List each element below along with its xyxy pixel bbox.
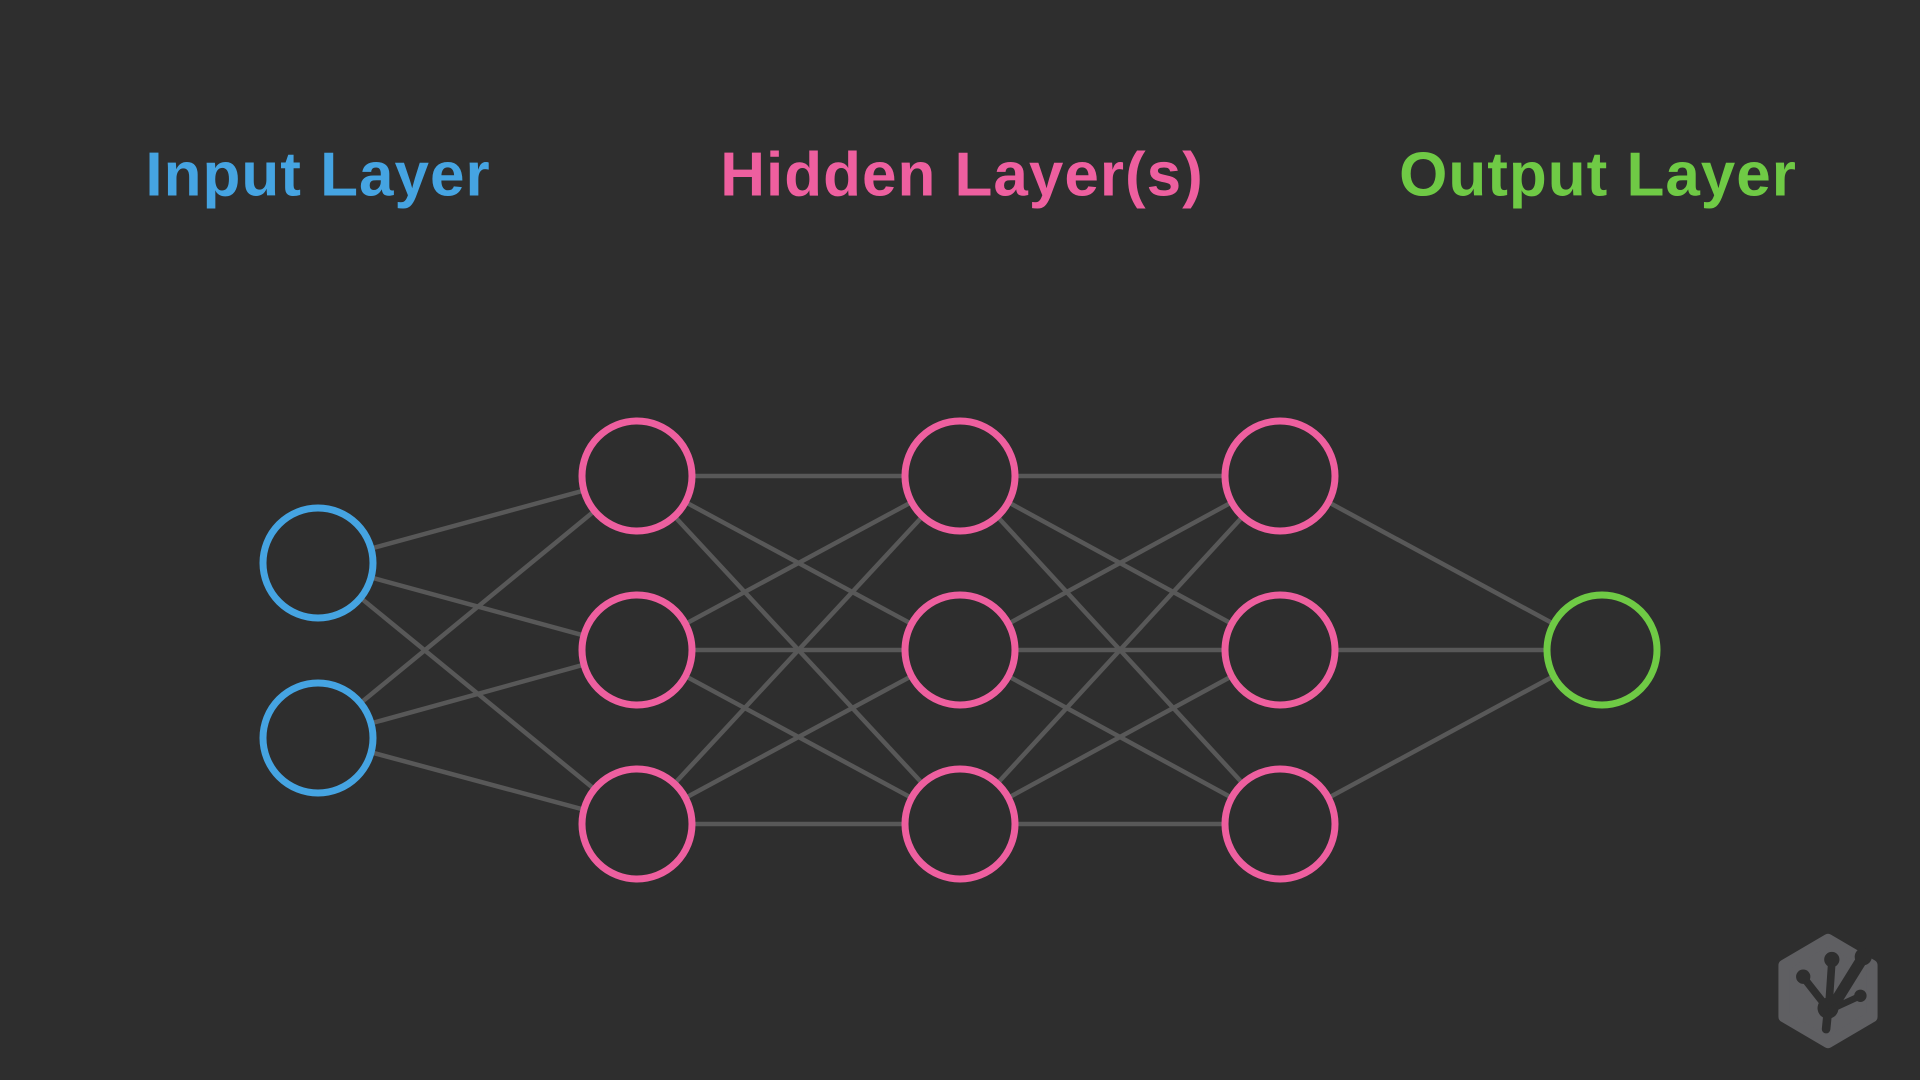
- node-hidden-3-3: [1221, 765, 1339, 883]
- node-hidden-2-3: [901, 765, 1019, 883]
- edge-hidden-2-to-hidden-3: [958, 474, 1282, 826]
- node-hidden-2-1: [901, 417, 1019, 535]
- edge-hidden-1-to-hidden-2: [635, 474, 962, 652]
- hidden-layer-label: Hidden Layer(s): [720, 140, 1204, 210]
- node-input-2: [259, 679, 377, 797]
- edge-hidden-3-to-output: [1278, 474, 1604, 652]
- node-hidden-1-3: [578, 765, 696, 883]
- edge-hidden-2-to-hidden-3: [958, 648, 1282, 826]
- edge-input-to-hidden-1: [316, 474, 639, 740]
- edge-hidden-2-to-hidden-3: [958, 474, 1282, 652]
- node-input-1: [259, 504, 377, 622]
- frog-foot-cutout: [1796, 948, 1872, 1034]
- node-hidden-1-2: [578, 591, 696, 709]
- node-hidden-3-1: [1221, 417, 1339, 535]
- node-hidden-2-2: [901, 591, 1019, 709]
- edge-hidden-3-to-output: [1278, 648, 1604, 826]
- node-output-1: [1543, 591, 1661, 709]
- node-hidden-1-1: [578, 417, 696, 535]
- frog-foot-hexagon-logo: [1778, 933, 1878, 1049]
- edge-hidden-1-to-hidden-2: [635, 648, 962, 826]
- output-layer-label: Output Layer: [1399, 140, 1797, 210]
- input-layer-label: Input Layer: [145, 140, 491, 210]
- node-hidden-3-2: [1221, 591, 1339, 709]
- edge-hidden-1-to-hidden-2: [635, 474, 962, 826]
